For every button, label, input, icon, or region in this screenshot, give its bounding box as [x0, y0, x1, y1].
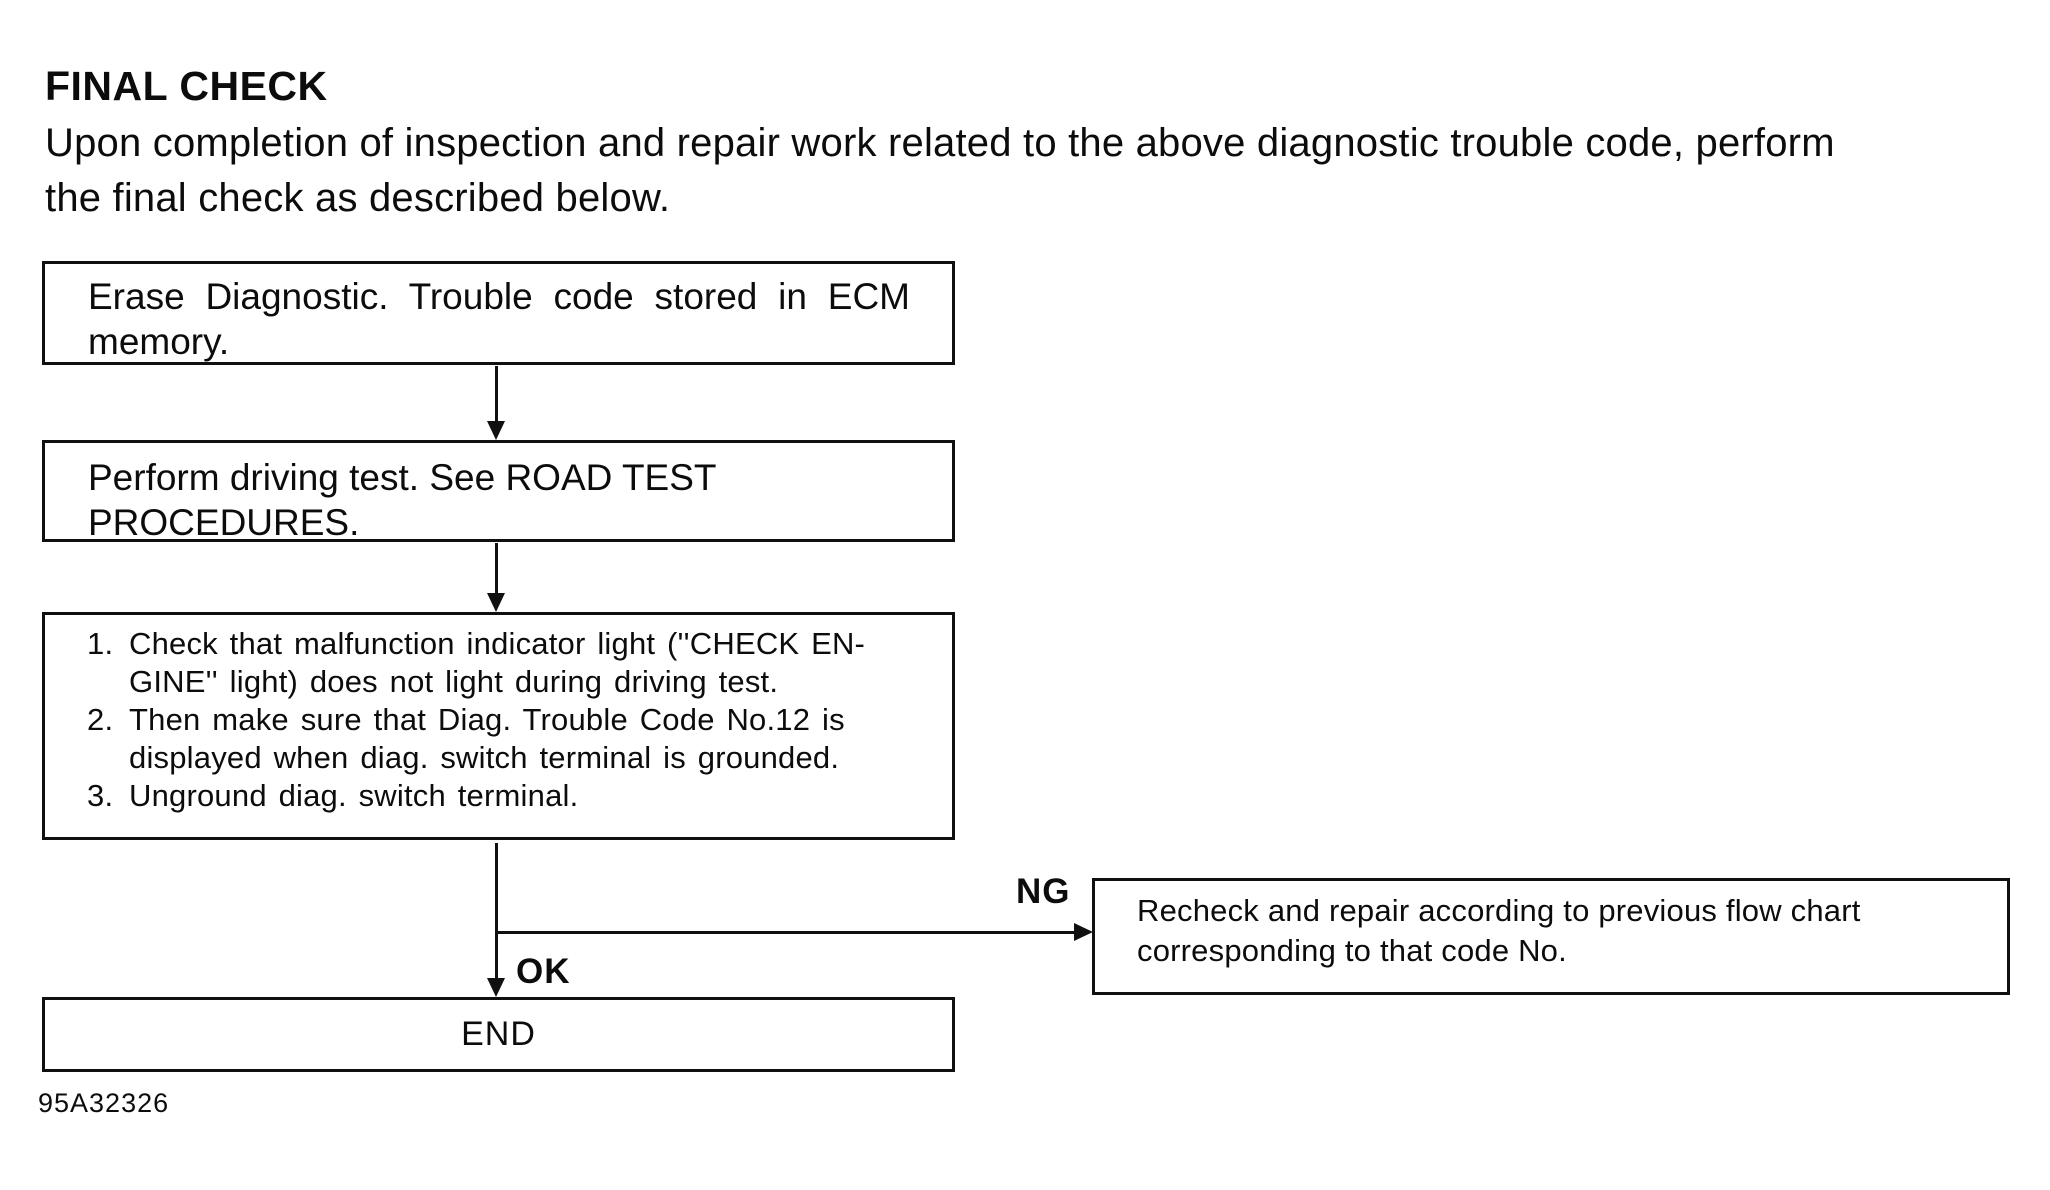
erase-code-line-2: memory.	[88, 321, 230, 362]
erase-code-line-1: Erase Diagnostic. Trouble code stored in…	[88, 276, 910, 317]
check-item-3-number: 3.	[87, 778, 114, 813]
check-item-2: 2. Then make sure that Diag. Trouble Cod…	[87, 701, 926, 777]
arrowhead-down-icon	[487, 978, 505, 997]
ok-label: OK	[516, 952, 571, 991]
flow-box-recheck: Recheck and repair according to previous…	[1092, 878, 2010, 995]
check-item-1: 1. Check that malfunction indicator ligh…	[87, 625, 926, 701]
recheck-line-2: corresponding to that code No.	[1137, 933, 1567, 968]
flow-box-erase-code: Erase Diagnostic. Trouble code stored in…	[42, 261, 955, 365]
check-item-1-number: 1.	[87, 626, 114, 661]
check-item-2-number: 2.	[87, 702, 114, 737]
end-label: END	[461, 1015, 536, 1053]
check-item-2-text: Then make sure that Diag. Trouble Code N…	[129, 702, 845, 775]
intro-line-2: the final check as described below.	[45, 176, 671, 220]
check-item-3-text: Unground diag. switch terminal.	[129, 778, 579, 813]
page-title: FINAL CHECK	[45, 63, 328, 109]
connector-box2-box3	[495, 543, 498, 595]
check-item-1-text: Check that malfunction indicator light (…	[129, 626, 866, 699]
connector-box3-end	[495, 843, 498, 981]
flow-box-driving-test: Perform driving test. See ROAD TEST PROC…	[42, 440, 955, 543]
arrowhead-down-icon	[487, 593, 505, 612]
arrowhead-down-icon	[487, 421, 505, 440]
recheck-line-1: Recheck and repair according to previous…	[1137, 893, 1861, 928]
arrowhead-right-icon	[1074, 923, 1093, 941]
flow-box-end: END	[42, 997, 955, 1072]
ng-label: NG	[1016, 872, 1071, 911]
check-item-3: 3. Unground diag. switch terminal.	[87, 777, 926, 815]
intro-line-1: Upon completion of inspection and repair…	[45, 121, 1835, 165]
driving-test-line-1: Perform driving test. See ROAD TEST	[88, 457, 717, 498]
connector-box1-box2	[495, 366, 498, 424]
connector-ng-branch	[496, 931, 1076, 934]
flow-box-check-list: 1. Check that malfunction indicator ligh…	[42, 612, 955, 840]
document-code: 95A32326	[38, 1088, 170, 1118]
driving-test-line-2: PROCEDURES.	[88, 502, 360, 543]
